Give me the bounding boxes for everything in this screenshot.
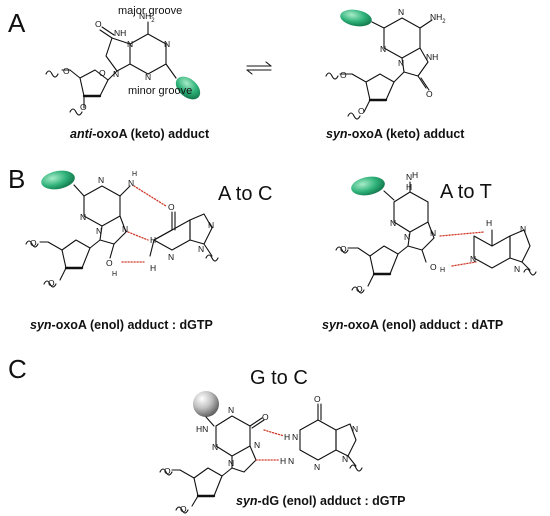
svg-text:O: O bbox=[48, 278, 55, 288]
svg-text:N: N bbox=[212, 442, 218, 452]
syn-caption: syn-oxoA (keto) adduct bbox=[326, 127, 465, 141]
svg-text:N: N bbox=[128, 178, 134, 188]
svg-text:N: N bbox=[98, 175, 104, 185]
svg-text:N: N bbox=[430, 228, 436, 238]
panel-label-c: C bbox=[8, 354, 27, 384]
svg-text:N: N bbox=[145, 72, 151, 82]
svg-text:O: O bbox=[63, 66, 70, 76]
svg-text:N: N bbox=[406, 172, 412, 182]
svg-text:O: O bbox=[95, 19, 102, 29]
svg-text:N: N bbox=[164, 39, 170, 49]
adduct-ellipse bbox=[175, 76, 201, 100]
svg-text:O: O bbox=[314, 394, 321, 404]
a-to-t-title: A to T bbox=[440, 181, 492, 203]
svg-text:N: N bbox=[228, 458, 234, 468]
svg-text:O: O bbox=[356, 284, 363, 294]
major-groove-label: major groove bbox=[118, 5, 182, 17]
svg-text:N: N bbox=[127, 39, 133, 49]
svg-text:H: H bbox=[112, 271, 117, 278]
svg-text:N: N bbox=[80, 212, 86, 222]
svg-text:NH: NH bbox=[426, 52, 438, 62]
svg-text:N: N bbox=[228, 405, 234, 415]
svg-text:O: O bbox=[80, 102, 87, 112]
svg-text:N: N bbox=[514, 264, 520, 274]
anti-caption: anti-oxoA (keto) adduct bbox=[70, 127, 210, 141]
svg-text:O: O bbox=[430, 262, 437, 272]
svg-text:NH: NH bbox=[114, 28, 126, 38]
a-to-c-title: A to C bbox=[218, 183, 272, 205]
svg-text:H: H bbox=[284, 432, 290, 442]
svg-text:N: N bbox=[292, 432, 298, 442]
svg-text:N: N bbox=[168, 252, 174, 262]
panel-label-a: A bbox=[8, 8, 26, 38]
svg-text:O: O bbox=[426, 89, 433, 99]
svg-text:N: N bbox=[398, 7, 404, 17]
svg-text:N: N bbox=[520, 224, 526, 234]
svg-text:O: O bbox=[99, 68, 106, 78]
svg-text:O: O bbox=[358, 106, 365, 116]
svg-text:H: H bbox=[150, 263, 156, 273]
svg-text:N: N bbox=[288, 456, 294, 466]
svg-text:N: N bbox=[198, 244, 204, 254]
svg-text:H: H bbox=[150, 235, 156, 245]
svg-text:H: H bbox=[440, 267, 445, 274]
dgtp-caption: syn-oxoA (enol) adduct : dGTP bbox=[30, 318, 213, 332]
svg-text:N: N bbox=[342, 454, 348, 464]
syn-oxoA-dGTP-pair bbox=[25, 170, 219, 288]
syn-dG-dGTP-pair bbox=[159, 391, 363, 514]
svg-text:O: O bbox=[106, 258, 113, 268]
svg-text:O: O bbox=[340, 70, 347, 80]
svg-text:N: N bbox=[113, 69, 119, 79]
syn-oxoA-dATP-pair bbox=[335, 176, 537, 294]
svg-text:O: O bbox=[262, 412, 269, 422]
svg-text:N: N bbox=[398, 58, 404, 68]
datp-caption: syn-oxoA (enol) adduct : dATP bbox=[322, 318, 503, 332]
svg-text:NH2: NH2 bbox=[430, 12, 446, 25]
svg-text:O: O bbox=[164, 466, 171, 476]
dg-caption: syn-dG (enol) adduct : dGTP bbox=[236, 494, 405, 508]
nh2: NH2 bbox=[139, 11, 155, 24]
svg-text:N: N bbox=[96, 226, 102, 236]
minor-groove-label: minor groove bbox=[128, 85, 192, 97]
svg-text:N: N bbox=[404, 232, 410, 242]
svg-text:N: N bbox=[390, 218, 396, 228]
svg-text:H: H bbox=[412, 170, 418, 180]
svg-text:N: N bbox=[352, 424, 358, 434]
svg-text:N: N bbox=[380, 44, 386, 54]
svg-text:O: O bbox=[340, 244, 347, 254]
svg-text:O: O bbox=[180, 504, 187, 514]
svg-text:N: N bbox=[314, 462, 320, 472]
svg-text:H: H bbox=[406, 182, 412, 192]
svg-text:H: H bbox=[486, 218, 492, 228]
svg-text:N: N bbox=[208, 220, 214, 230]
anti-oxoA-structure bbox=[45, 21, 201, 116]
svg-text:H: H bbox=[132, 171, 137, 178]
svg-text:N: N bbox=[470, 254, 476, 264]
g-to-c-title: G to C bbox=[250, 367, 308, 389]
svg-text:O: O bbox=[168, 202, 175, 212]
svg-text:H: H bbox=[280, 456, 286, 466]
svg-text:HN: HN bbox=[196, 424, 208, 434]
syn-oxoA-structure bbox=[325, 9, 433, 120]
panel-label-b: B bbox=[8, 164, 25, 194]
equilibrium-arrows bbox=[246, 61, 272, 75]
svg-text:N: N bbox=[254, 440, 260, 450]
svg-text:O: O bbox=[30, 238, 37, 248]
svg-text:N: N bbox=[122, 224, 128, 234]
